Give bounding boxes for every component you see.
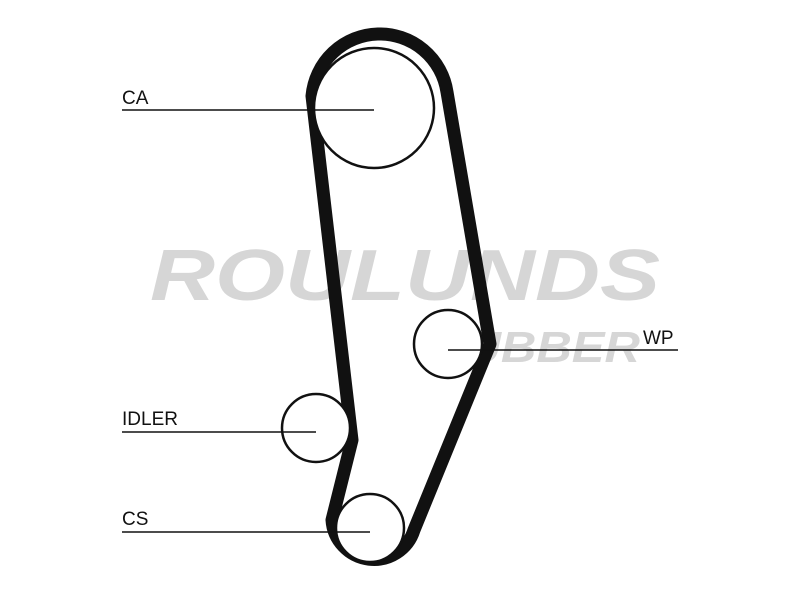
- crankshaft-pulley: [334, 492, 406, 564]
- watermark-brand: ROULUNDS: [150, 236, 660, 316]
- idler-pulley: [280, 392, 352, 464]
- camshaft-pulley: [312, 46, 436, 170]
- watermark: ROULUNDS RUBBER: [150, 236, 660, 372]
- leader-lines: [122, 109, 678, 533]
- water-pump-pulley: [412, 308, 484, 380]
- label-ca: CA: [122, 88, 149, 109]
- label-idler: IDLER: [122, 409, 178, 430]
- label-wp: WP: [643, 328, 674, 349]
- label-cs: CS: [122, 509, 148, 530]
